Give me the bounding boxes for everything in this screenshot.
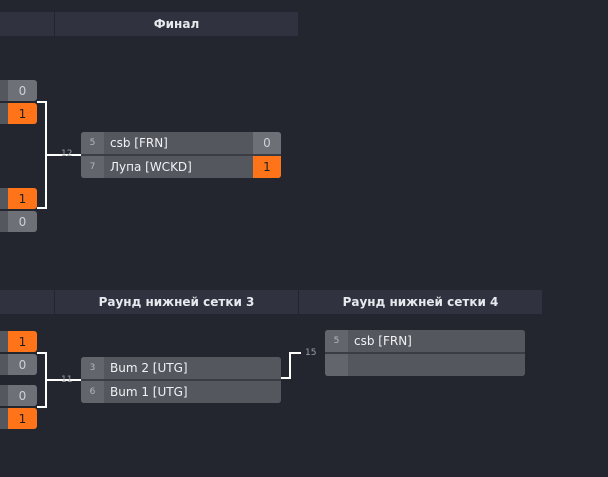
round-header-previous bbox=[0, 12, 54, 36]
edge-team-row bbox=[0, 103, 8, 124]
connector-line bbox=[289, 352, 291, 379]
edge-team-row bbox=[0, 385, 8, 406]
edge-score-winner: 1 bbox=[8, 188, 37, 209]
seed-number: 3 bbox=[81, 357, 104, 379]
match-row-bottom[interactable]: 6 Bum 1 [UTG] bbox=[81, 381, 281, 403]
edge-team-row bbox=[0, 80, 8, 101]
edge-score-winner: 1 bbox=[8, 331, 37, 352]
team-name: csb [FRN] bbox=[354, 334, 412, 348]
round-header-lower-previous bbox=[0, 290, 54, 314]
team-score: 0 bbox=[253, 132, 281, 154]
match-15[interactable]: 5 csb [FRN] bbox=[325, 330, 525, 376]
edge-team-row bbox=[0, 331, 8, 352]
row-divider bbox=[81, 379, 281, 381]
seed-number: 7 bbox=[81, 156, 104, 178]
connector-line bbox=[37, 406, 47, 408]
row-divider bbox=[325, 352, 525, 354]
edge-team-row bbox=[0, 211, 8, 232]
team-score-winner: 1 bbox=[253, 156, 281, 178]
edge-score: 0 bbox=[8, 80, 37, 101]
team-name bbox=[348, 354, 525, 376]
connector-line bbox=[289, 352, 301, 354]
edge-team-row bbox=[0, 408, 8, 429]
match-number: 15 bbox=[305, 348, 317, 358]
round-header-lower-round-4: Раунд нижней сетки 4 bbox=[299, 290, 542, 314]
round-header-final: Финал bbox=[55, 12, 298, 36]
edge-score: 0 bbox=[8, 385, 37, 406]
team-name: csb [FRN] bbox=[110, 136, 168, 150]
connector-line bbox=[281, 377, 291, 379]
match-12[interactable]: 5 csb [FRN] 0 7 Лупа [WCKD] 1 bbox=[81, 132, 281, 178]
seed-number: 5 bbox=[81, 132, 104, 154]
match-row-top[interactable]: 3 Bum 2 [UTG] bbox=[81, 357, 281, 379]
round-header-lower-round-3: Раунд нижней сетки 3 bbox=[55, 290, 298, 314]
edge-score-winner: 1 bbox=[8, 408, 37, 429]
match-row-bottom-empty[interactable] bbox=[325, 354, 525, 376]
seed-number: 5 bbox=[325, 330, 348, 352]
team-name: Bum 2 [UTG] bbox=[110, 361, 188, 375]
connector-line bbox=[37, 207, 47, 209]
team-name: Bum 1 [UTG] bbox=[110, 385, 188, 399]
connector-line bbox=[37, 101, 47, 103]
connector-line bbox=[37, 352, 47, 354]
seed-number bbox=[325, 354, 348, 376]
edge-team-row bbox=[0, 188, 8, 209]
match-number: 12 bbox=[61, 149, 73, 159]
edge-score-winner: 1 bbox=[8, 103, 37, 124]
connector-line bbox=[45, 154, 81, 156]
match-number: 11 bbox=[61, 375, 73, 385]
seed-number: 6 bbox=[81, 381, 104, 403]
match-row-top[interactable]: 5 csb [FRN] 0 bbox=[81, 132, 281, 154]
connector-line bbox=[45, 379, 81, 381]
row-divider bbox=[81, 154, 281, 156]
edge-score: 0 bbox=[8, 354, 37, 375]
team-name: Лупа [WCKD] bbox=[110, 160, 192, 174]
match-row-top[interactable]: 5 csb [FRN] bbox=[325, 330, 525, 352]
match-11[interactable]: 3 Bum 2 [UTG] 6 Bum 1 [UTG] bbox=[81, 357, 281, 403]
match-row-bottom[interactable]: 7 Лупа [WCKD] 1 bbox=[81, 156, 281, 178]
edge-team-row bbox=[0, 354, 8, 375]
edge-score: 0 bbox=[8, 211, 37, 232]
